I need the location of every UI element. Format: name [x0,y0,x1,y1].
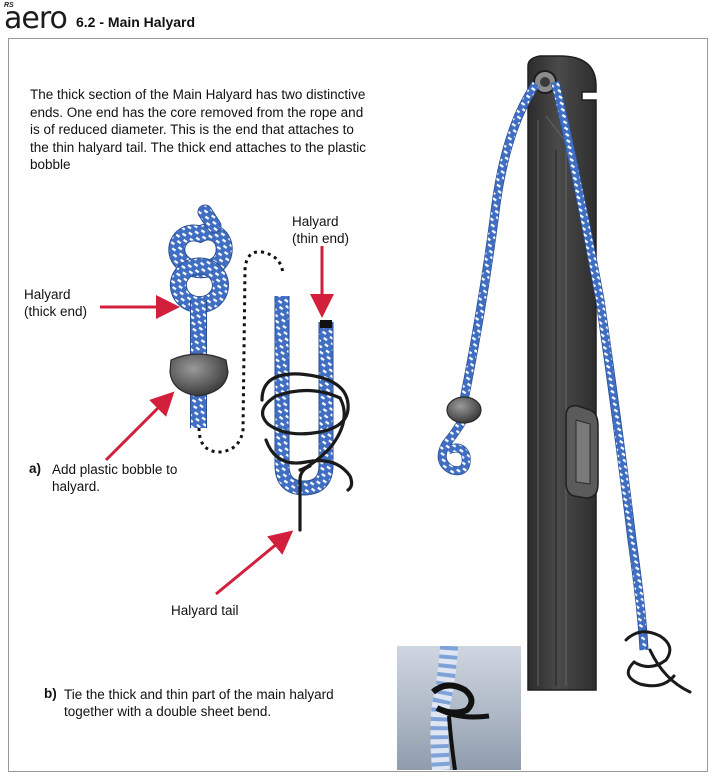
page-frame [8,38,708,772]
step-b-line2: together with a double sheet bend. [64,704,272,719]
plastic-bobble-icon [169,353,229,397]
halyard-thin-label: Halyard (thin end) [292,213,349,247]
step-b-letter: b) [44,686,57,701]
section-title: 6.2 - Main Halyard [76,14,196,30]
thick-end-rope [168,204,233,428]
halyard-thick-label-line2: (thick end) [24,304,88,319]
mast-bobble [446,396,482,424]
header-divider [8,38,707,39]
step-a-text: Add plastic bobble to halyard. [52,461,177,495]
tail-arrow [215,530,294,596]
step-a-line1: Add plastic bobble to [52,462,178,477]
mast-tail-knot [624,630,692,694]
intro-paragraph: The thick section of the Main Halyard ha… [30,87,366,172]
halyard-thin-label-line2: (thin end) [292,231,350,246]
step-a-line2: halyard. [52,479,101,494]
knot-photo [397,646,521,770]
knot-photo-image [430,646,490,770]
halyard-thin-label-line1: Halyard [292,214,339,229]
thin-end-rope [274,296,334,496]
page-header: RS aero 6.2 - Main Halyard [0,0,715,40]
halyard-tail-knot [260,372,354,532]
cleat-icon [565,404,599,499]
step-b-text: Tie the thick and thin part of the main … [64,686,334,720]
brand-rs-mark: RS [4,2,14,9]
step-a-letter: a) [29,461,42,476]
halyard-thick-label: Halyard (thick end) [24,286,87,320]
step-b-line1: Tie the thick and thin part of the main … [64,687,334,702]
mast-halyard-rope [437,80,649,651]
halyard-thick-label-line1: Halyard [24,287,71,302]
mast-icon [527,55,597,691]
halyard-tail-label: Halyard tail [171,603,239,618]
bobble-arrow [104,391,175,462]
brand-logo: aero [4,1,68,36]
